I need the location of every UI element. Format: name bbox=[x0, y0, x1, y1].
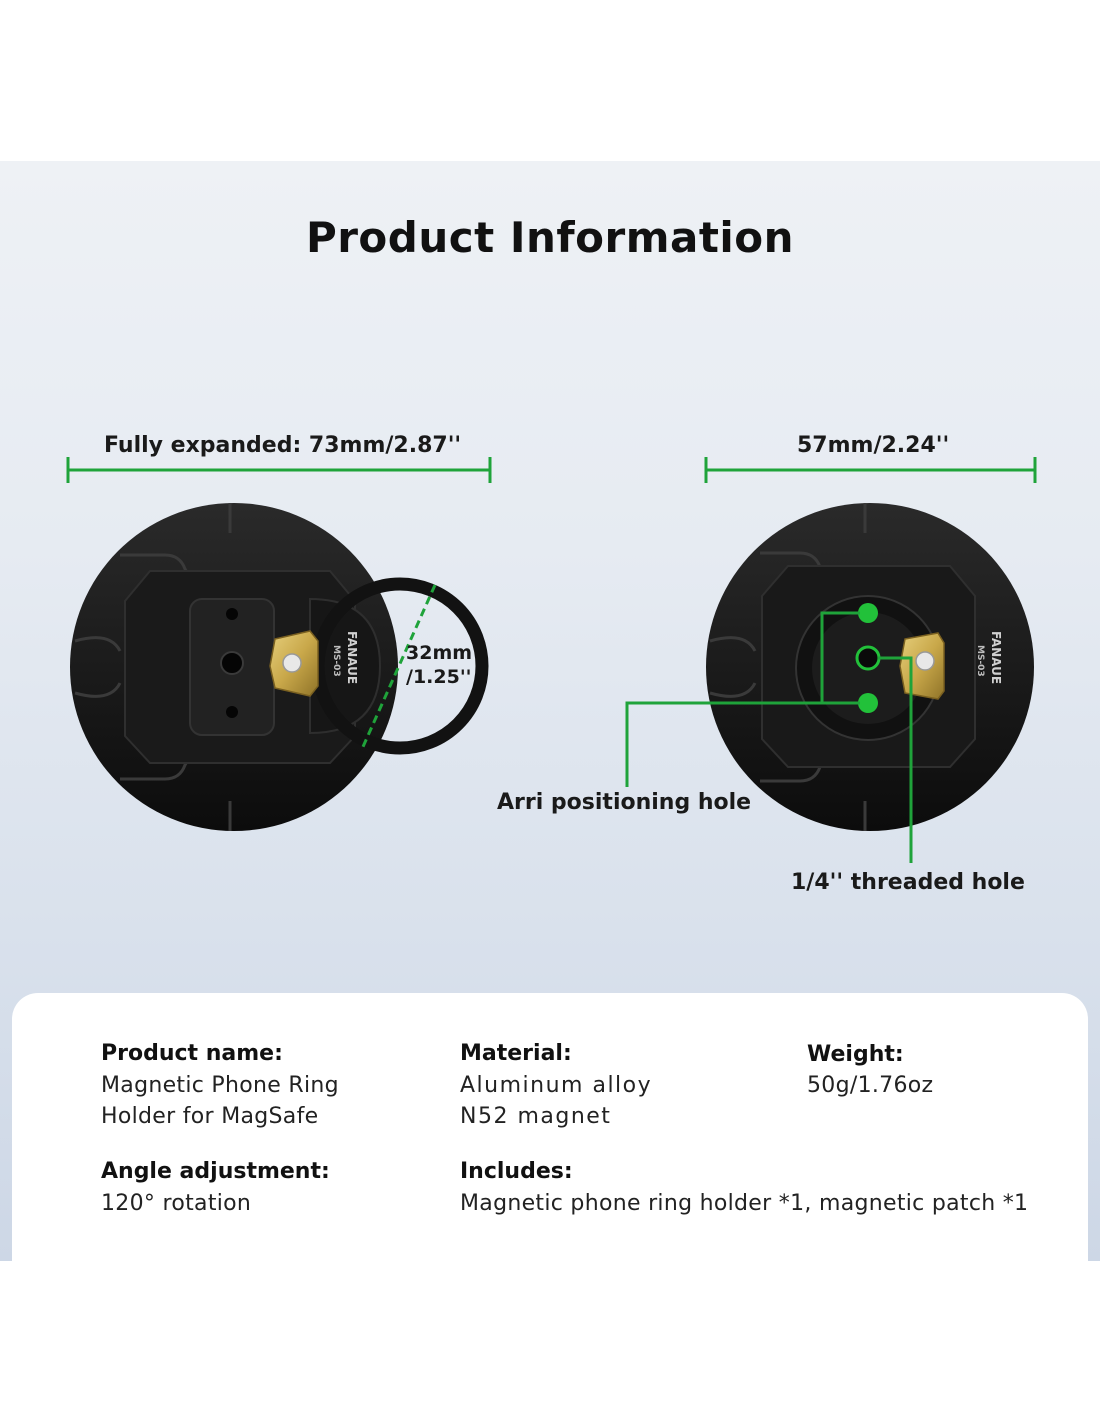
brand-mark-right: FANAUE MS-03 bbox=[975, 631, 1003, 684]
ring-diameter-mm: 32mm bbox=[406, 642, 473, 664]
spec-material-label: Material: bbox=[460, 1041, 572, 1066]
spec-includes-value: Magnetic phone ring holder *1, magnetic … bbox=[460, 1191, 1029, 1216]
spec-angle-label: Angle adjustment: bbox=[101, 1159, 330, 1184]
spec-includes-label: Includes: bbox=[460, 1159, 573, 1184]
right-dimension-label: 57mm/2.24'' bbox=[797, 433, 950, 458]
right-device-image bbox=[625, 503, 1034, 863]
spec-card: Product name: Magnetic Phone Ring Holder… bbox=[12, 993, 1088, 1261]
left-dimension-line bbox=[66, 457, 492, 483]
brand-text-right: FANAUE bbox=[989, 631, 1003, 684]
spec-angle-value: 120° rotation bbox=[101, 1191, 252, 1216]
model-text-left: MS-03 bbox=[331, 645, 341, 677]
product-diagram: FANAUE MS-03 FANAUE MS-03 bbox=[66, 457, 1037, 863]
spec-material-value: Aluminum alloy N52 magnet bbox=[460, 1070, 652, 1132]
right-dimension-line bbox=[704, 457, 1037, 483]
spec-name-line1: Magnetic Phone Ring bbox=[101, 1073, 339, 1098]
spec-material-line1: Aluminum alloy bbox=[460, 1073, 653, 1098]
brand-mark-left: FANAUE MS-03 bbox=[331, 631, 359, 684]
spec-weight-label: Weight: bbox=[807, 1042, 904, 1067]
arri-hole-callout: Arri positioning hole bbox=[497, 790, 752, 815]
spec-name-value: Magnetic Phone Ring Holder for MagSafe bbox=[101, 1070, 339, 1132]
spec-weight-value: 50g/1.76oz bbox=[807, 1073, 934, 1098]
spec-name-line2: Holder for MagSafe bbox=[101, 1104, 319, 1129]
left-device-image bbox=[70, 503, 489, 831]
ring-diameter-in: /1.25'' bbox=[406, 666, 472, 688]
brand-text-left: FANAUE bbox=[345, 631, 359, 684]
spec-name-label: Product name: bbox=[101, 1041, 283, 1066]
ring-diameter-label: 32mm /1.25'' bbox=[406, 641, 472, 689]
left-dimension-label: Fully expanded: 73mm/2.87'' bbox=[104, 433, 462, 458]
threaded-hole-callout: 1/4'' threaded hole bbox=[791, 870, 1025, 895]
page-title: Product Information bbox=[305, 213, 795, 262]
product-info-panel: Product Information bbox=[0, 161, 1100, 1261]
model-text-right: MS-03 bbox=[975, 645, 985, 677]
spec-material-line2: N52 magnet bbox=[460, 1104, 612, 1129]
